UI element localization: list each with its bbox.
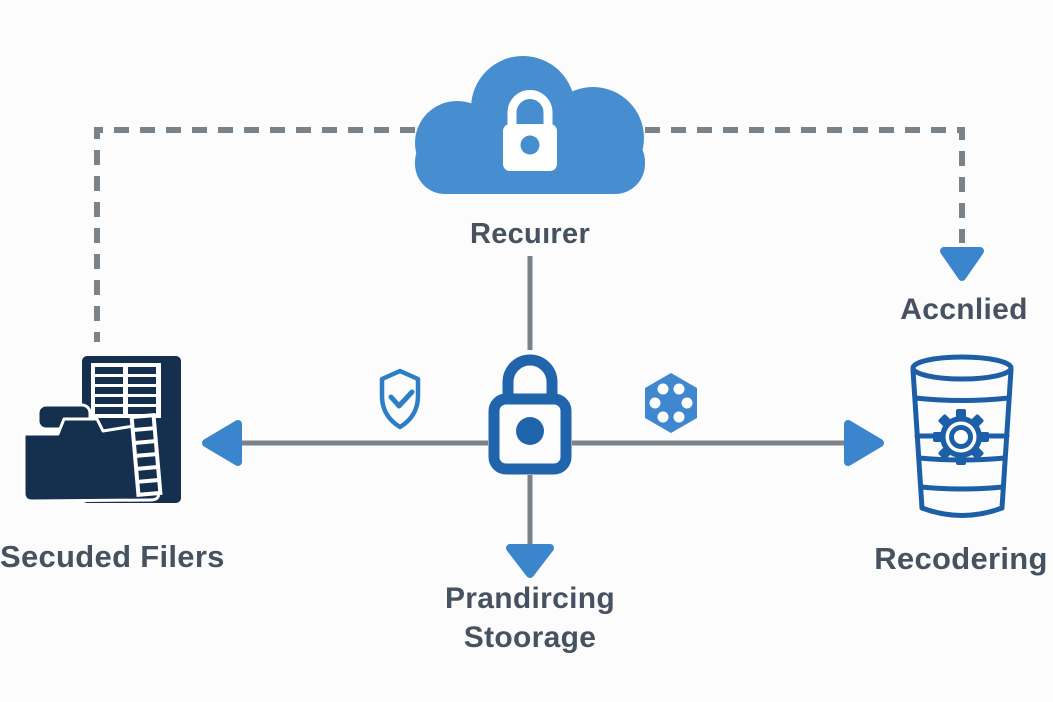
applied-label: Accnlied: [900, 293, 1028, 326]
cloud-label: Recuırer: [469, 218, 591, 250]
arrow-left-icon: [202, 420, 242, 466]
processing-storage-label-line1: Prandircing: [445, 582, 615, 615]
folder-building-icon: [22, 356, 181, 503]
cloud-lock-icon: [415, 56, 645, 194]
arrow-right-icon: [844, 420, 884, 466]
shield-check-icon: [379, 368, 421, 430]
processing-storage-label: Prandircing Stoorage: [405, 579, 655, 657]
arrow-down-center-icon: [506, 544, 554, 578]
dashed-connector-left: [94, 127, 415, 342]
secured-files-label: Secuded Filers: [0, 539, 225, 574]
cloud-lock-keyhole: [520, 135, 540, 155]
arrow-down-right-icon: [940, 247, 984, 281]
cloud-lock-shackle: [507, 90, 553, 127]
processing-storage-label-line2: Stoorage: [463, 621, 597, 654]
dashed-connector-right: [645, 127, 965, 243]
database-gear-icon: [910, 354, 1014, 518]
padlock-icon: [488, 354, 572, 475]
recording-label: Recodering: [874, 541, 1048, 576]
gear-icon: [933, 409, 989, 465]
molecule-icon: [645, 373, 697, 433]
